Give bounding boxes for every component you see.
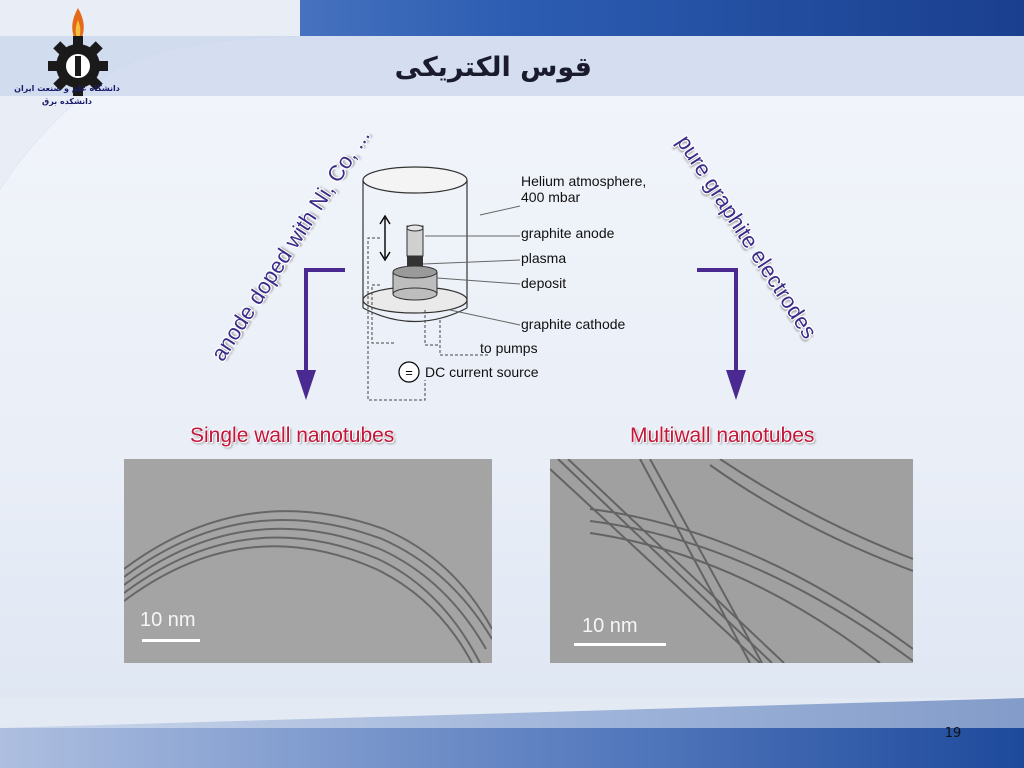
university-name: دانشگاه علم و صنعت ایران	[14, 84, 120, 93]
label-cathode: graphite cathode	[521, 316, 626, 332]
left-arrow	[304, 268, 345, 372]
label-helium-2: 400 mbar	[521, 189, 581, 205]
university-logo	[48, 8, 108, 96]
page-number: 19	[944, 726, 962, 741]
label-dc-source: DC current source	[425, 364, 539, 380]
label-pumps: to pumps	[480, 340, 538, 356]
page-title: قوس الکتریکی	[394, 52, 592, 83]
right-arrow	[697, 268, 738, 372]
faculty-name: دانشکده برق	[42, 97, 92, 106]
single-wall-micrograph: 10 nm	[124, 459, 492, 663]
label-helium-1: Helium atmosphere,	[521, 173, 647, 189]
multiwall-micrograph: 10 nm	[550, 459, 913, 663]
label-deposit: deposit	[521, 275, 567, 291]
source-symbol: =	[405, 365, 413, 380]
multi-scale-label: 10 nm	[582, 615, 638, 637]
label-plasma: plasma	[521, 250, 567, 266]
label-anode: graphite anode	[521, 225, 615, 241]
multi-scale-bar	[574, 643, 666, 646]
single-scale-label: 10 nm	[140, 609, 196, 631]
caption-single-wall: Single wall nanotubes	[190, 424, 395, 447]
arc-reactor-diagram: =	[362, 166, 521, 401]
caption-multiwall: Multiwall nanotubes	[630, 424, 815, 447]
single-scale-bar	[142, 639, 200, 642]
title-band	[0, 36, 1024, 96]
